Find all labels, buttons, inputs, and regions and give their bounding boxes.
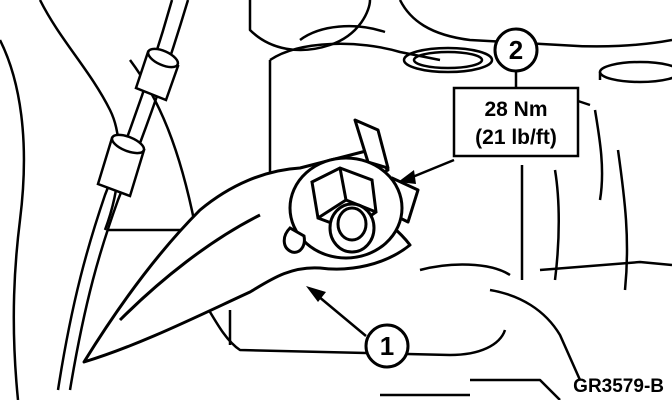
callout-2: 2: [493, 27, 539, 73]
figure-id: GR3579-B: [573, 376, 664, 397]
arrow-2: [398, 170, 416, 184]
callout-1-number: 1: [380, 331, 394, 361]
callout-2-number: 2: [509, 35, 523, 65]
callout-1-circle: [364, 323, 410, 369]
leader-1: [317, 295, 367, 337]
callout-2-circle: [493, 27, 539, 73]
cable-clip-lower: [96, 133, 146, 198]
torque-metric: 28 Nm: [484, 98, 547, 121]
arrow-1: [306, 286, 326, 302]
callout-1: 1: [364, 323, 410, 369]
boss-lug: [282, 226, 306, 254]
cable-clip-upper: [134, 47, 180, 102]
torque-spec-box: 28 Nm (21 lb/ft): [452, 86, 580, 158]
leader-lines: [317, 70, 518, 337]
lever-nut-assembly: [282, 156, 404, 260]
arrow-heads: [306, 170, 416, 302]
torque-spec-frame: [452, 86, 580, 158]
leader-2: [409, 158, 455, 180]
torque-imperial: (21 lb/ft): [475, 126, 557, 149]
